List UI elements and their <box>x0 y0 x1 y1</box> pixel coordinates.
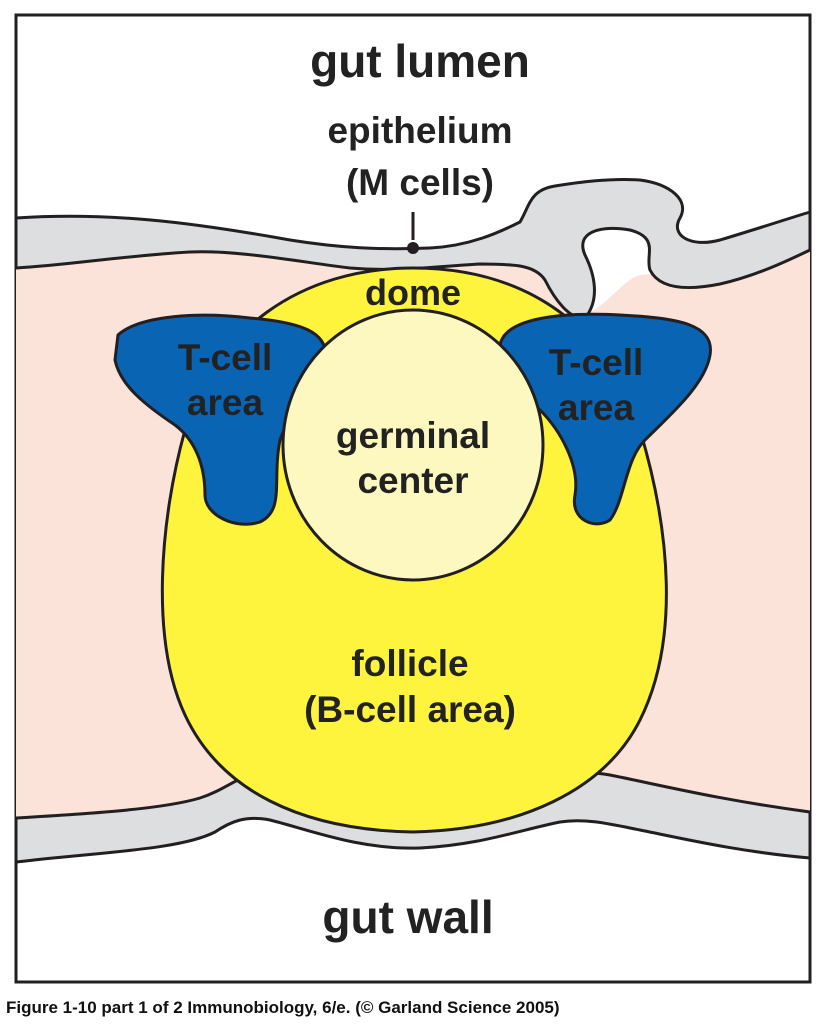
t-cell-area-right <box>498 312 712 526</box>
gut-wall-label: gut wall <box>322 891 493 943</box>
t-cell-left-area-label: area <box>187 382 264 423</box>
t-cell-right-area-label: area <box>558 387 635 428</box>
gut-lumen-label: gut lumen <box>310 35 530 87</box>
m-cells-pointer-dot <box>407 242 419 254</box>
t-cell-left-label: T-cell <box>178 337 273 378</box>
b-cell-area-label: (B-cell area) <box>304 689 516 730</box>
follicle-label: follicle <box>351 643 468 684</box>
t-cell-right-label: T-cell <box>549 342 644 383</box>
dome-label: dome <box>365 272 461 313</box>
figure-caption: Figure 1-10 part 1 of 2 Immunobiology, 6… <box>6 998 560 1017</box>
t-cell-area-left <box>113 313 328 526</box>
germinal-center-label-2: center <box>357 460 468 501</box>
epithelium-label: epithelium <box>327 110 512 151</box>
germinal-center <box>281 308 545 582</box>
germinal-center-label: germinal <box>336 415 490 456</box>
m-cells-label: (M cells) <box>346 162 494 203</box>
